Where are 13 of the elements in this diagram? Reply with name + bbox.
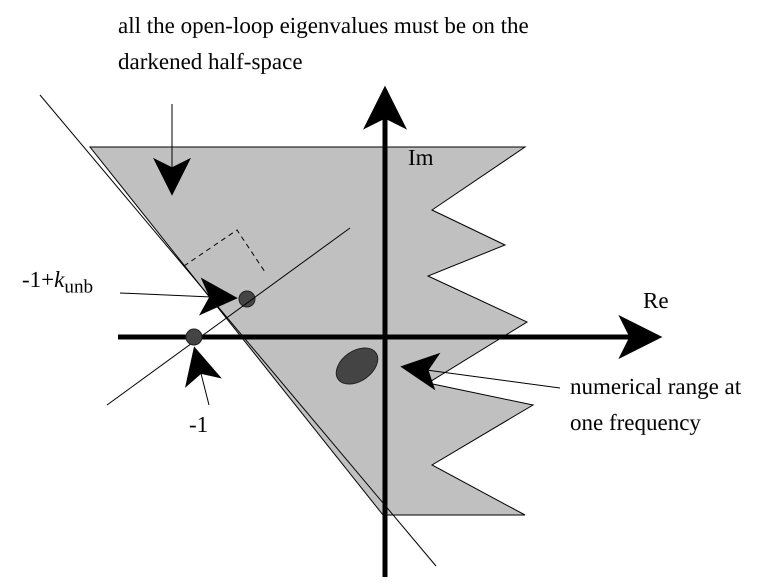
leader-arrow [400,352,560,390]
leader-arrow [153,104,191,196]
point-marker [238,290,256,308]
annotation-text: -1+k$_{unb}$ [22,262,94,306]
annotation-text: numerical range at one frequency [570,369,760,441]
leader-arrow [185,346,222,406]
numerical-range-ellipse [336,347,378,385]
leader-arrow [120,278,238,316]
annotation-text: all the open-loop eigenvalues must be on the darkened half-space [118,8,538,80]
annotation-text: -1 [189,407,208,443]
point-marker [186,328,202,346]
axis-label: Re [643,287,669,315]
axis-label: Im [408,144,434,172]
